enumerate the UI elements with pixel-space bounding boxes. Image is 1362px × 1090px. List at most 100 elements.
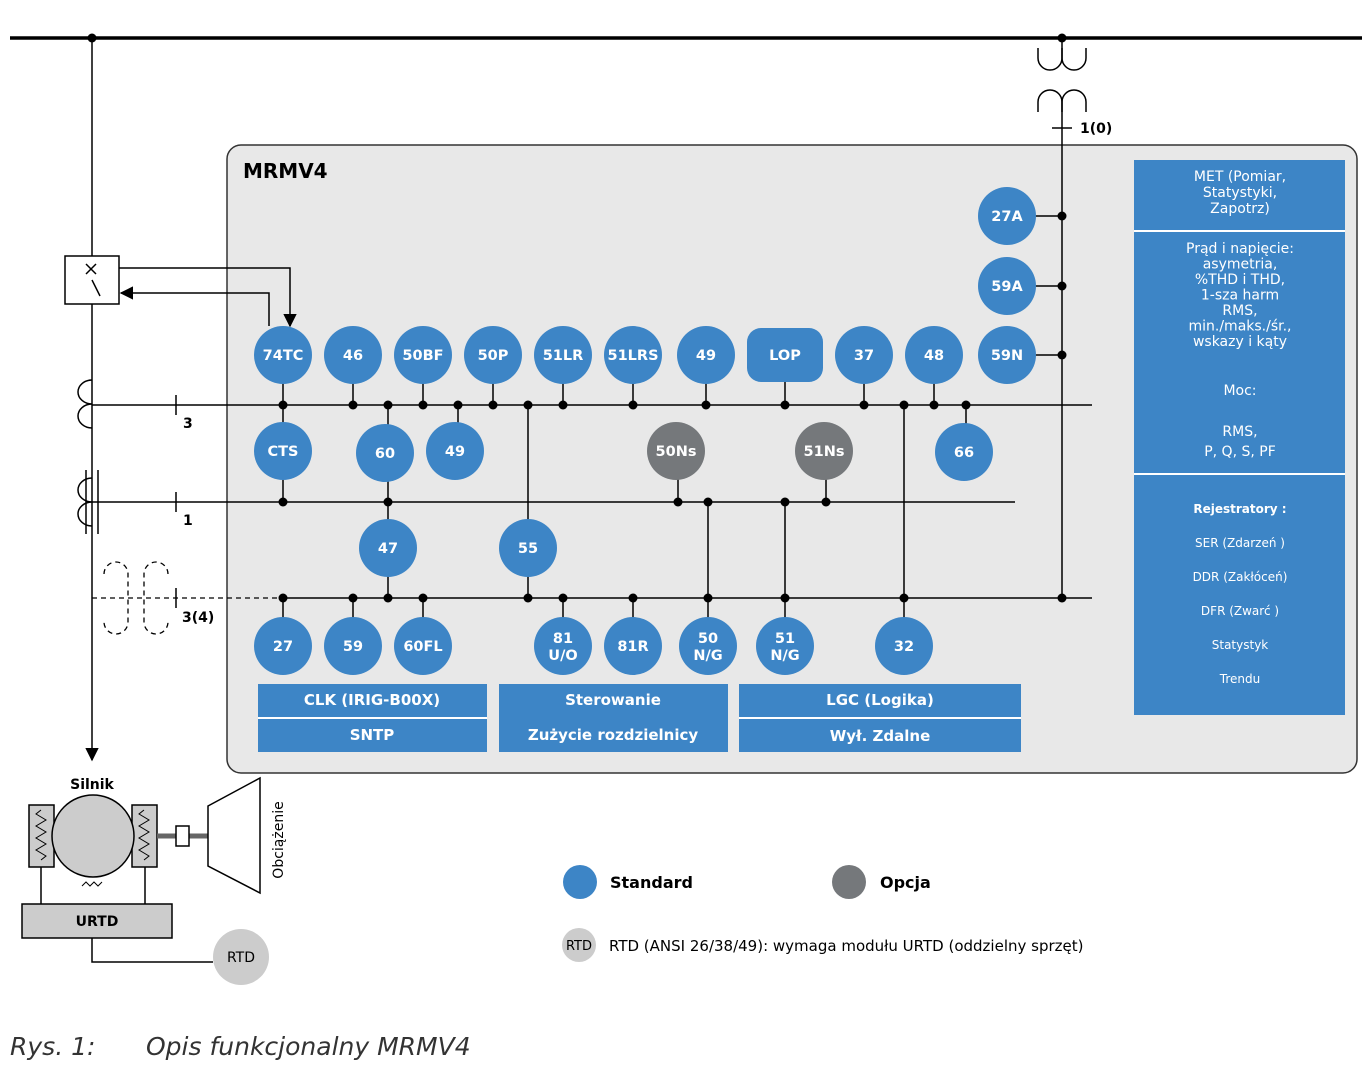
box-clk-line1: CLK (IRIG-B00X) xyxy=(304,691,440,709)
function-66: 66 xyxy=(935,423,993,481)
legend-standard-label: Standard xyxy=(610,873,693,892)
junction-dot xyxy=(899,593,909,603)
junction-dot xyxy=(628,400,638,410)
ct-label-phase: 3 xyxy=(183,416,193,432)
function-51: 51N/G xyxy=(756,617,814,675)
side-panel-line: Statystyki, xyxy=(1203,185,1277,201)
function-81: 81U/O xyxy=(534,617,592,675)
function-sublabel: U/O xyxy=(548,648,577,664)
rtd-label: RTD xyxy=(227,950,255,966)
junction-dot xyxy=(703,497,713,507)
function-label: 50P xyxy=(478,348,509,364)
side-panel-line: RMS, xyxy=(1222,303,1257,319)
junction-dot xyxy=(628,593,638,603)
function-label: CTS xyxy=(268,444,299,460)
function-label: 48 xyxy=(924,348,944,364)
side-panel-line: P, Q, S, PF xyxy=(1204,444,1276,460)
side-panel-line: min./maks./śr., xyxy=(1188,319,1291,335)
function-50ns: 50Ns xyxy=(647,422,705,480)
junction-dot xyxy=(1057,593,1067,603)
trip-arrow xyxy=(119,267,297,328)
device-title: MRMV4 xyxy=(243,159,328,183)
ct-label-ground: 1 xyxy=(183,513,193,529)
box-clk-line2: SNTP xyxy=(350,726,395,744)
junction-dot xyxy=(453,400,463,410)
function-27a: 27A xyxy=(978,187,1036,245)
junction-dot xyxy=(418,593,428,603)
motor-sensor xyxy=(81,881,103,887)
legend-standard-icon xyxy=(563,865,597,899)
function-51lr: 51LR xyxy=(534,326,592,384)
function-47: 47 xyxy=(359,519,417,577)
junction-dot xyxy=(418,400,428,410)
motor-coupling xyxy=(175,825,190,847)
breaker-symbol xyxy=(85,263,101,297)
function-label: 49 xyxy=(445,444,465,460)
urtd-box xyxy=(21,903,173,939)
side-panel-line: Trendu xyxy=(1219,672,1260,686)
function-59: 59 xyxy=(324,617,382,675)
junction-dot xyxy=(1057,350,1067,360)
function-81r: 81R xyxy=(604,617,662,675)
junction-dot xyxy=(348,593,358,603)
side-panel-line: Zapotrz) xyxy=(1210,201,1270,217)
side-panel-line: asymetria, xyxy=(1203,257,1278,273)
function-label: 32 xyxy=(894,639,914,655)
junction-dot xyxy=(278,400,288,410)
junction-dot xyxy=(558,593,568,603)
function-51lrs: 51LRS xyxy=(604,326,662,384)
function-label: 49 xyxy=(696,348,716,364)
function-51ns: 51Ns xyxy=(795,422,853,480)
function-37: 37 xyxy=(835,326,893,384)
junction-dot xyxy=(859,400,869,410)
side-panel-line: %THD i THD, xyxy=(1195,272,1285,288)
side-panel-line: DDR (Zakłóceń) xyxy=(1193,570,1288,584)
function-50p: 50P xyxy=(464,326,522,384)
side-panel-power-title: Moc: xyxy=(1223,383,1256,399)
junction-dot xyxy=(523,400,533,410)
function-label: 66 xyxy=(954,445,974,461)
function-label: 51LRS xyxy=(607,348,658,364)
junction-dot xyxy=(780,400,790,410)
current-transformer-ground xyxy=(77,470,1015,534)
function-55: 55 xyxy=(499,519,557,577)
function-label: 81R xyxy=(617,639,648,655)
box-lgc: LGC (Logika) Wył. Zdalne xyxy=(739,684,1021,752)
function-32: 32 xyxy=(875,617,933,675)
figure-caption-text: Opis funkcjonalny MRMV4 xyxy=(146,1032,471,1061)
box-lgc-line2: Wył. Zdalne xyxy=(830,727,931,745)
legend-rtd-note: RTD (ANSI 26/38/49): wymaga modułu URTD … xyxy=(609,937,1083,955)
rtd-circle xyxy=(213,929,269,985)
junction-dot xyxy=(1057,211,1067,221)
side-panel-line: 1-sza harm xyxy=(1201,288,1279,304)
motor-winding-right-coil xyxy=(138,809,150,861)
function-label: LOP xyxy=(769,348,801,364)
function-60fl: 60FL xyxy=(394,617,452,675)
junction-dot xyxy=(523,593,533,603)
side-panel-line: SER (Zdarzeń ) xyxy=(1195,536,1285,550)
junction-dot xyxy=(383,593,393,603)
current-transformer-phase xyxy=(77,379,1092,429)
motor-winding-right xyxy=(131,804,158,868)
side-panel-power: RMS,P, Q, S, PF xyxy=(1204,424,1276,460)
figure-caption: Rys. 1:Opis funkcjonalny MRMV4 xyxy=(10,1032,471,1061)
box-clk: CLK (IRIG-B00X) SNTP xyxy=(258,684,487,752)
voltage-transformer-bus xyxy=(92,561,282,635)
legend-option-label: Opcja xyxy=(880,873,931,892)
junction-dot xyxy=(488,400,498,410)
box-control-line2: Zużycie rozdzielnicy xyxy=(528,726,699,744)
box-lgc-line1: LGC (Logika) xyxy=(826,691,934,709)
urtd-label: URTD xyxy=(76,914,119,930)
vt-label: 3(4) xyxy=(182,610,214,626)
function-48: 48 xyxy=(905,326,963,384)
side-panel-measurements: Prąd i napięcie:asymetria,%THD i THD,1-s… xyxy=(1186,241,1294,350)
function-label: 51Ns xyxy=(804,444,845,460)
motor-body xyxy=(51,794,135,878)
function-label: 51 xyxy=(775,631,795,647)
function-60: 60 xyxy=(356,424,414,482)
junction-dot xyxy=(961,400,971,410)
box-control-line1: Sterowanie xyxy=(565,691,661,709)
function-50: 50N/G xyxy=(679,617,737,675)
side-panel-met: MET (Pomiar,Statystyki,Zapotrz) xyxy=(1194,169,1286,217)
